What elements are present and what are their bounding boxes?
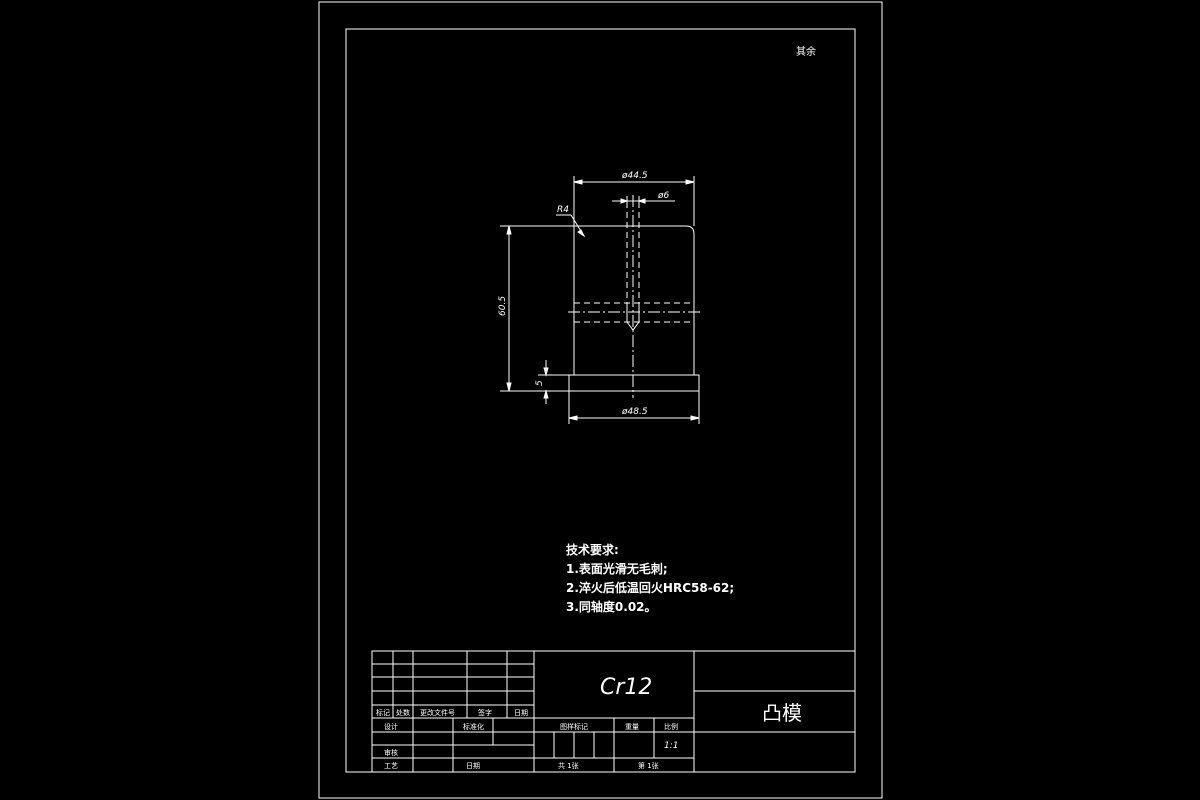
part-view bbox=[568, 195, 700, 398]
header-change-doc: 更改文件号 bbox=[420, 708, 455, 717]
scale-value: 1:1 bbox=[664, 741, 678, 751]
stage-mark-label: 图样标记 bbox=[560, 722, 588, 731]
design-label: 设计 bbox=[384, 722, 398, 731]
scale-label: 比例 bbox=[664, 722, 678, 731]
center-lines bbox=[568, 195, 700, 398]
dim-fillet-radius: R4 bbox=[557, 205, 569, 215]
header-date: 日期 bbox=[514, 709, 528, 717]
hidden-lines bbox=[574, 202, 694, 323]
inner-border bbox=[345, 28, 856, 773]
title-block bbox=[371, 650, 856, 773]
body-outline bbox=[573, 225, 695, 375]
review-label: 审核 bbox=[384, 748, 398, 757]
standardize-label: 标准化 bbox=[463, 722, 484, 731]
dim-height: 60.5 bbox=[498, 296, 508, 316]
flange-outline bbox=[568, 374, 700, 392]
tech-title: 技术要求: bbox=[566, 543, 619, 557]
sheet-number: 第 1张 bbox=[638, 761, 659, 770]
part-name: 凸模 bbox=[762, 701, 802, 725]
dim-bottom-diameter: ø48.5 bbox=[621, 407, 648, 417]
header-count: 处数 bbox=[396, 708, 410, 717]
sheets-total: 共 1张 bbox=[558, 761, 579, 770]
dim-top-diameter: ø44.5 bbox=[621, 171, 648, 181]
header-signature: 签字 bbox=[478, 708, 492, 717]
weight-label: 重量 bbox=[625, 723, 639, 731]
process-label: 工艺 bbox=[384, 762, 398, 770]
dim-flange-thickness: 5 bbox=[535, 380, 545, 386]
tech-item: 1.表面光滑无毛刺; bbox=[566, 562, 668, 576]
dim-hole-diameter: ø6 bbox=[657, 191, 670, 201]
tech-item: 2.淬火后低温回火HRC58-62; bbox=[566, 581, 735, 595]
drill-cone bbox=[626, 303, 640, 331]
outer-border bbox=[318, 1, 883, 799]
date-label: 日期 bbox=[466, 762, 480, 770]
material-label: Cr12 bbox=[600, 675, 652, 700]
tech-item: 3.同轴度0.02。 bbox=[566, 600, 657, 614]
header-mark: 标记 bbox=[376, 708, 390, 717]
dimensions: ø44.5 ø6 R4 60.5 5 ø48.5 bbox=[498, 171, 700, 424]
title-block-text: Cr12 凸模 标记 处数 更改文件号 签字 日期 设计 标准化 审核 工艺 日… bbox=[376, 675, 802, 770]
technical-requirements: 技术要求: 1.表面光滑无毛刺; 2.淬火后低温回火HRC58-62; 3.同轴… bbox=[566, 541, 734, 617]
corner-roughness-mark: 其余 bbox=[796, 45, 816, 58]
